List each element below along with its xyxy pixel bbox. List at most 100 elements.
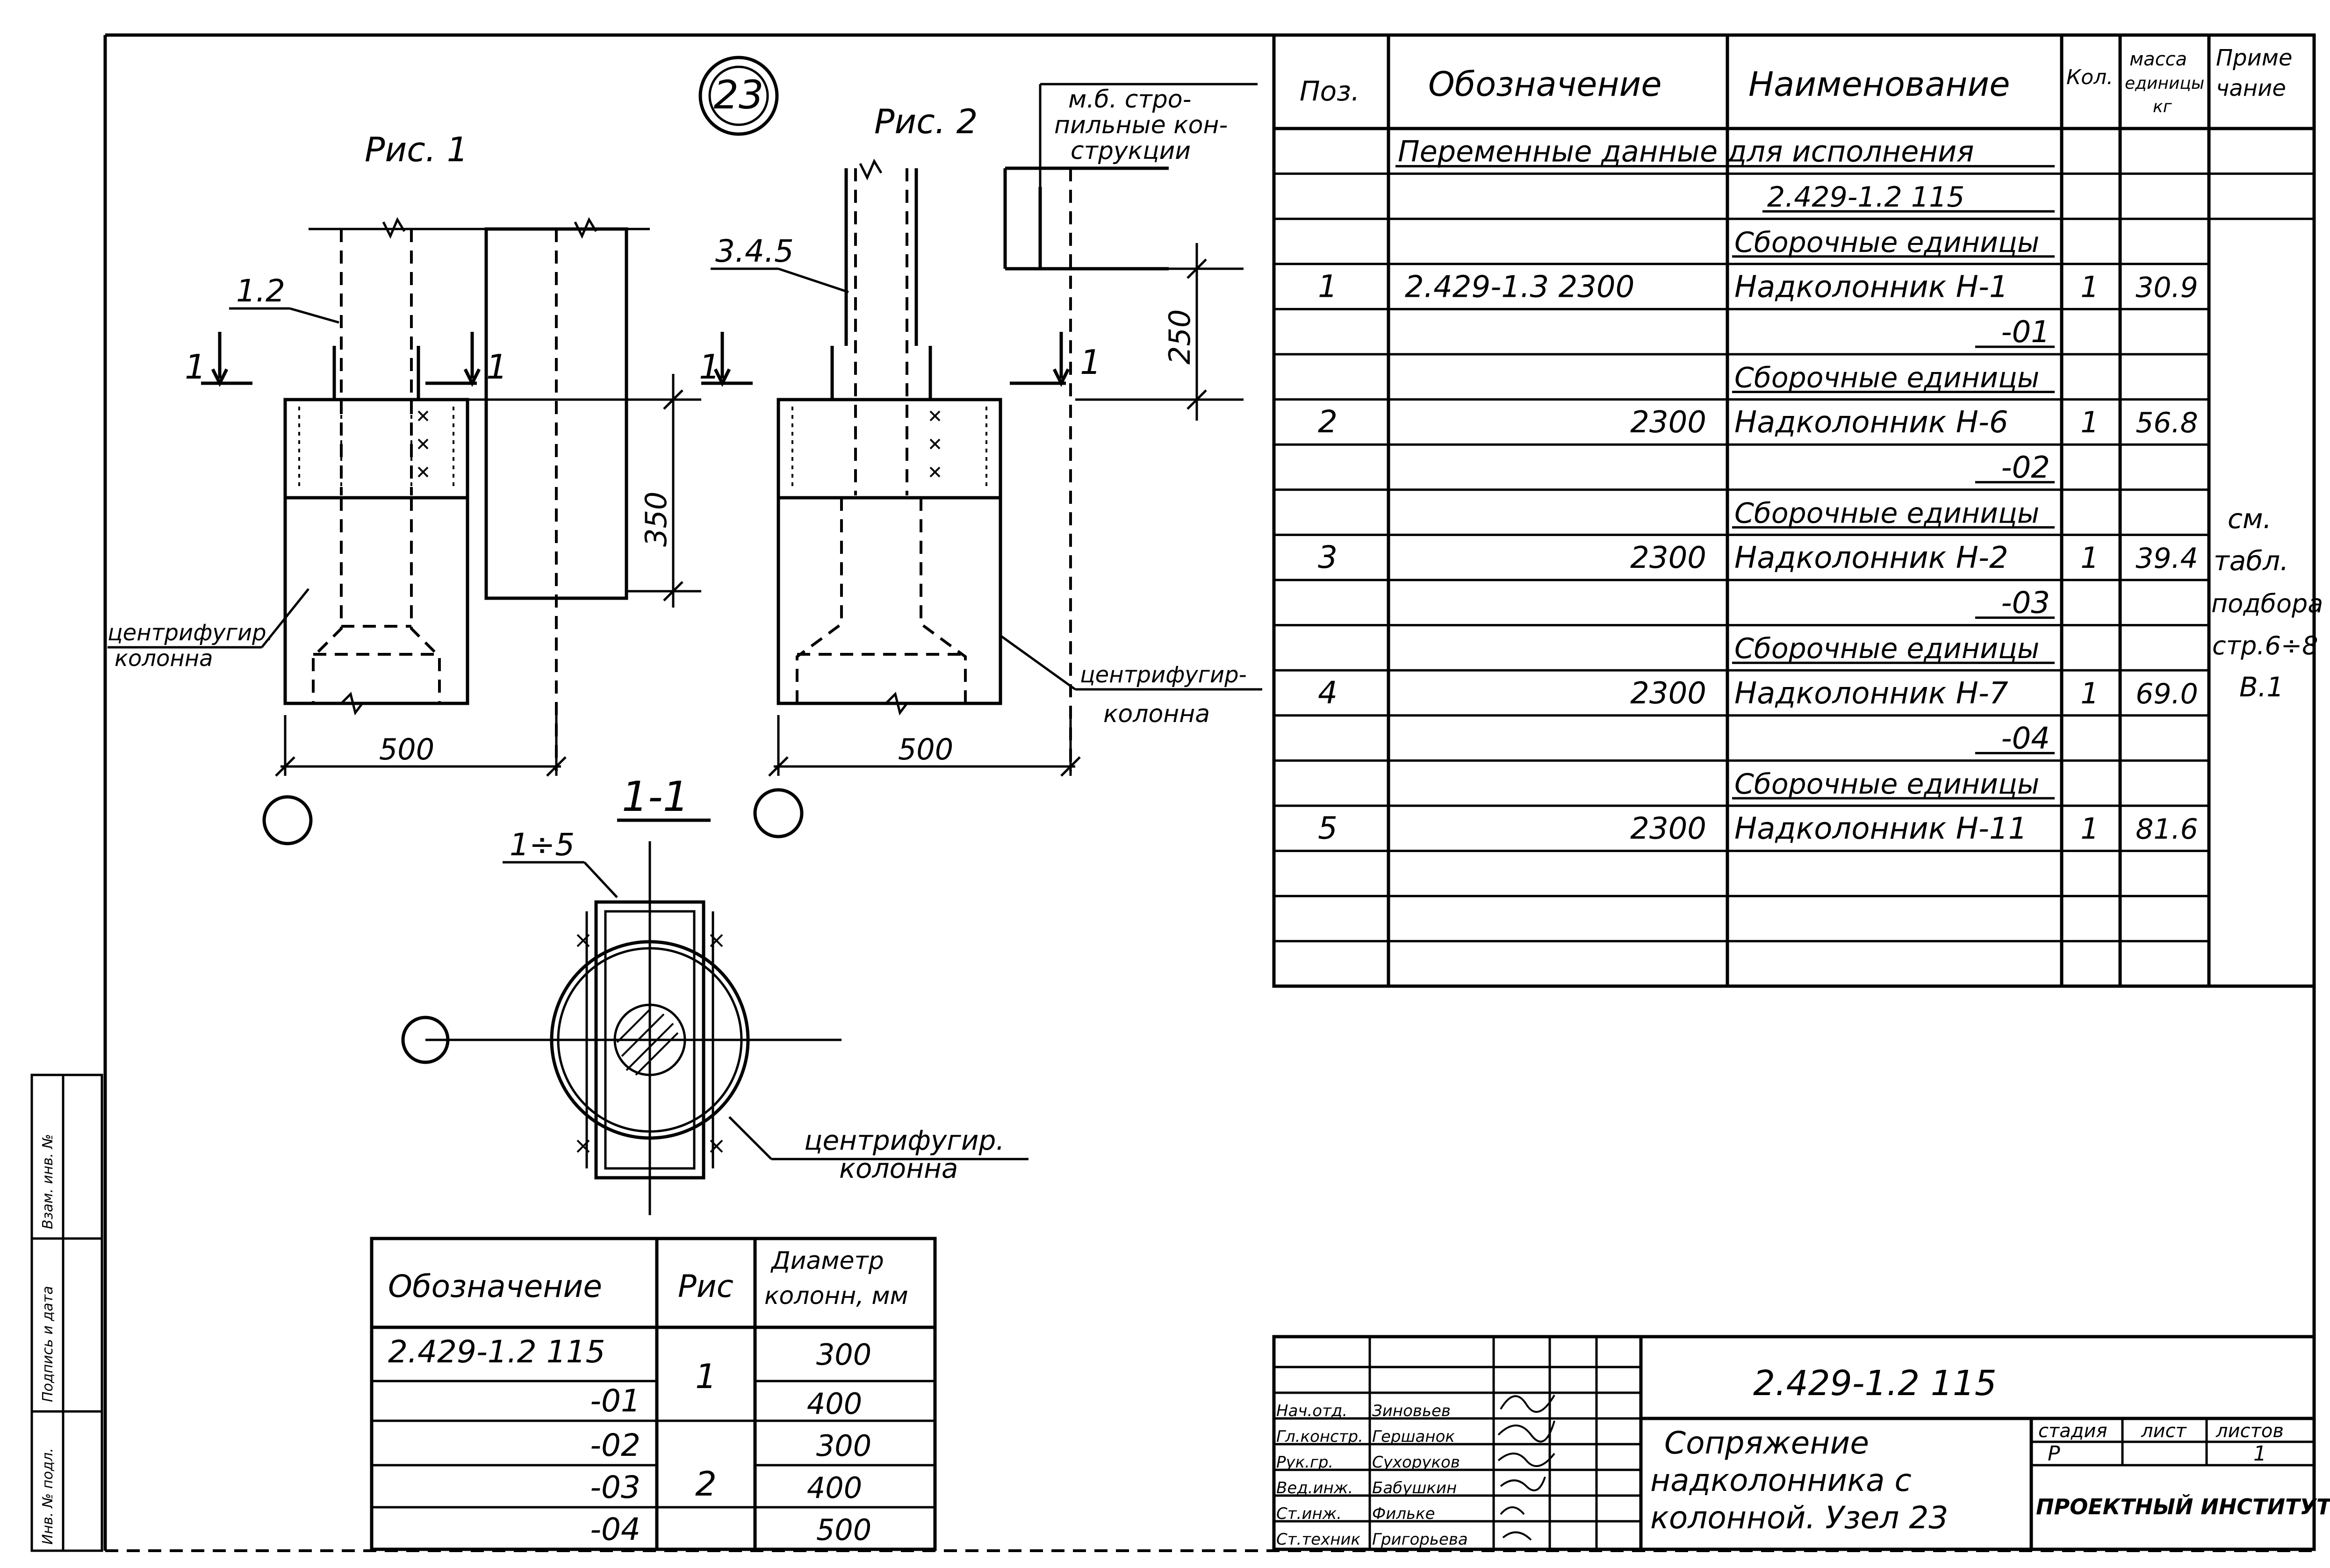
- spec-row-mass: 81.6: [2136, 813, 2198, 846]
- fig1-column-label-1: центрифугир.: [108, 620, 273, 646]
- drawing-title-2: надколонника с: [1650, 1462, 1912, 1498]
- spec-note-line: табл.: [2214, 545, 2289, 577]
- spec-note-line: подбора: [2211, 589, 2323, 618]
- fig2-section-right: 1: [1080, 343, 1101, 382]
- spec-row-mass: 69.0: [2136, 678, 2198, 710]
- spec-row-pos: 1: [1318, 268, 1338, 304]
- sel-row-code: -02: [590, 1427, 640, 1463]
- spec-header-designation: Обозначение: [1428, 64, 1662, 104]
- stamp-replacement-label: Взам. инв. №: [40, 1134, 56, 1229]
- fig1-dim-width: 500: [379, 732, 434, 766]
- spec-row-qty: 1: [2080, 812, 2099, 846]
- spec-table: Поз. Обозначение Наименование Кол. масса…: [1272, 33, 2323, 988]
- fig1-title: Рис. 1: [365, 130, 468, 169]
- figure-2: Рис. 2 м.б. стро- пильные кон- струкции …: [699, 83, 1262, 838]
- sel-row-code: -04: [590, 1511, 640, 1547]
- spec-row-name: -02: [2001, 451, 2050, 485]
- spec-header-mass-1: масса: [2129, 49, 2187, 70]
- signatures: [1497, 1394, 1555, 1541]
- staff-name: Гершанок: [1372, 1427, 1455, 1446]
- sheet-header: лист: [2141, 1420, 2187, 1442]
- spec-header-name: Наименование: [1748, 64, 2010, 104]
- staff-name: Фильке: [1372, 1504, 1435, 1523]
- sel-row-diameter: 400: [807, 1471, 862, 1505]
- staff-role: Вед.инж.: [1276, 1479, 1353, 1497]
- spec-row-name: Сборочные единицы: [1734, 497, 2039, 530]
- section-1-1: 1-1 1÷5 центрифугир. колонна: [401, 773, 1028, 1215]
- stage-header: стадия: [2038, 1420, 2107, 1442]
- section-title: 1-1: [622, 773, 689, 821]
- section-column-label-2: колонна: [839, 1153, 958, 1184]
- spec-row-designation: 2300: [1630, 676, 1706, 711]
- spec-row-pos: 5: [1318, 810, 1338, 846]
- spec-note-line: стр.6÷8: [2212, 631, 2318, 660]
- sel-row-diameter: 300: [816, 1338, 871, 1372]
- staff-role: Нач.отд.: [1276, 1402, 1347, 1420]
- staff-name: Сухоруков: [1372, 1453, 1460, 1472]
- staff-name: Бабушкин: [1372, 1479, 1457, 1497]
- sel-row-code: -03: [590, 1469, 640, 1505]
- sel-row-diameter: 500: [816, 1513, 871, 1547]
- organization-name: ПРОЕКТНЫЙ ИНСТИТУТ №1: [2036, 1494, 2330, 1519]
- spec-header-note-1: Приме: [2216, 45, 2293, 71]
- sheets-value: 1: [2253, 1442, 2266, 1466]
- spec-row-designation: 2.429-1.3 2300: [1405, 270, 1634, 304]
- sel-row-diameter: 400: [807, 1387, 862, 1421]
- sel-header-diameter: Диаметр: [770, 1247, 884, 1275]
- spec-row-name: Сборочные единицы: [1734, 362, 2039, 394]
- spec-row-designation: 2300: [1630, 541, 1706, 575]
- spec-row-name: Надколонник Н-6: [1734, 405, 2008, 440]
- fig1-column-label-2: колонна: [115, 645, 213, 672]
- node-number-badge: 23: [698, 56, 779, 136]
- title-block: 2.429-1.2 115 Сопряжение надколонника с …: [1272, 1335, 2330, 1551]
- spec-header-pos: Поз.: [1300, 75, 1359, 107]
- spec-row-name: Надколонник Н-7: [1734, 676, 2008, 711]
- sel-row-fig: 1: [695, 1357, 717, 1396]
- stamp-inventory-label: Инв. № подл.: [40, 1448, 56, 1545]
- spec-row-name: -03: [2001, 586, 2050, 621]
- sel-header-fig: Рис: [678, 1268, 734, 1304]
- spec-header-note-2: чание: [2216, 75, 2286, 101]
- spec-row-name: Сборочные единицы: [1734, 632, 2039, 665]
- spec-row-pos: 3: [1318, 539, 1338, 575]
- sel-header-code: Обозначение: [388, 1268, 602, 1304]
- node-number: 23: [714, 72, 764, 118]
- spec-row-pos: 2: [1318, 404, 1338, 440]
- fig2-section-left: 1: [699, 347, 720, 387]
- spec-row-name: Надколонник Н-2: [1734, 541, 2008, 575]
- spec-row-name: Сборочные единицы: [1734, 226, 2039, 259]
- spec-row-name: 2.429-1.2 115: [1767, 181, 1964, 214]
- spec-row-mass: 39.4: [2136, 542, 2198, 575]
- spec-header-qty: Кол.: [2066, 65, 2113, 89]
- spec-row-name: Надколонник Н-1: [1734, 270, 2008, 304]
- spec-row-name: -04: [2001, 721, 2050, 756]
- doc-code: 2.429-1.2 115: [1753, 1363, 1997, 1403]
- spec-row-pos: 4: [1318, 675, 1338, 711]
- staff-role: Ст.инж.: [1276, 1504, 1342, 1523]
- staff-role: Ст.техник: [1276, 1530, 1361, 1549]
- staff-role: Гл.констр.: [1276, 1427, 1363, 1446]
- spec-row-mass: 30.9: [2136, 271, 2198, 304]
- fig2-column-label-2: колонна: [1103, 700, 1210, 728]
- fig2-dim-width: 500: [898, 732, 953, 766]
- spec-row-qty: 1: [2080, 541, 2099, 575]
- fig2-roof-note-2: пильные кон-: [1054, 111, 1228, 139]
- staff-name: Зиновьев: [1372, 1402, 1451, 1420]
- fig2-column-label-1: центрифугир-: [1080, 662, 1247, 688]
- spec-rows: Переменные данные для исполнения2.429-1.…: [1274, 135, 2314, 988]
- sel-header-units: колонн, мм: [764, 1282, 908, 1310]
- fig1-position-label: 1.2: [236, 273, 285, 309]
- fig1-section-right: 1: [486, 347, 508, 387]
- spec-header-mass-2: единицы: [2125, 74, 2204, 93]
- sel-row-diameter: 300: [816, 1429, 871, 1463]
- spec-row-designation: 2300: [1630, 405, 1706, 440]
- drawing-title-3: колонной. Узел 23: [1650, 1500, 1948, 1536]
- drawing-title-1: Сопряжение: [1664, 1425, 1869, 1461]
- section-slope: 1÷5: [510, 827, 575, 863]
- spec-row-name: -01: [2001, 315, 2050, 350]
- sel-row-code: 2.429-1.2 115: [388, 1334, 605, 1370]
- spec-row-qty: 1: [2080, 676, 2099, 710]
- stamp-signature-label: Подпись и дата: [40, 1286, 56, 1403]
- fig2-roof-note-1: м.б. стро-: [1068, 86, 1191, 114]
- spec-row-qty: 1: [2080, 270, 2099, 304]
